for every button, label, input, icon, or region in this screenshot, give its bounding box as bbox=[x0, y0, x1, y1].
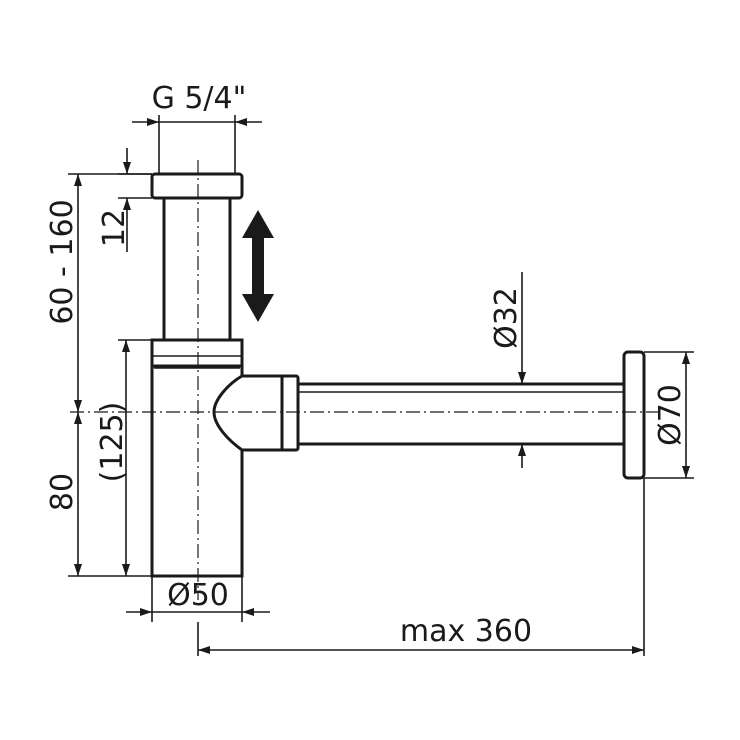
nut-height-label: 12 bbox=[97, 209, 132, 247]
outlet-elbow bbox=[212, 374, 284, 452]
center-height-label: 80 bbox=[45, 473, 80, 511]
height-adjust-arrow-icon bbox=[242, 210, 274, 322]
body-diameter-dimension: Ø50 bbox=[126, 576, 270, 622]
body-diameter-label: Ø50 bbox=[167, 578, 229, 613]
rosette-diameter-label: Ø70 bbox=[653, 384, 688, 446]
rosette-diameter-dimension: Ø70 bbox=[644, 351, 694, 479]
horizontal-pipe bbox=[296, 382, 626, 446]
wall-rosette bbox=[622, 350, 646, 480]
adjust-range-dimension: 60 - 160 bbox=[45, 173, 152, 412]
thread-dimension: G 5/4" bbox=[132, 81, 262, 174]
outlet-nut bbox=[280, 374, 300, 452]
body-height-dimension: (125) bbox=[95, 339, 152, 576]
body-height-label: (125) bbox=[95, 402, 130, 483]
cup-collar bbox=[150, 338, 244, 368]
nut-height-dimension: 12 bbox=[97, 148, 152, 252]
pipe-diameter-dimension: Ø32 bbox=[489, 272, 526, 468]
max-length-dimension: max 360 bbox=[197, 478, 645, 656]
thread-label: G 5/4" bbox=[152, 81, 247, 116]
top-nut bbox=[150, 172, 244, 200]
vertical-tube bbox=[162, 196, 232, 342]
pipe-diameter-label: Ø32 bbox=[489, 287, 524, 349]
center-height-dimension: 80 bbox=[45, 412, 152, 577]
max-length-label: max 360 bbox=[400, 614, 532, 649]
adjust-range-label: 60 - 160 bbox=[45, 199, 80, 324]
